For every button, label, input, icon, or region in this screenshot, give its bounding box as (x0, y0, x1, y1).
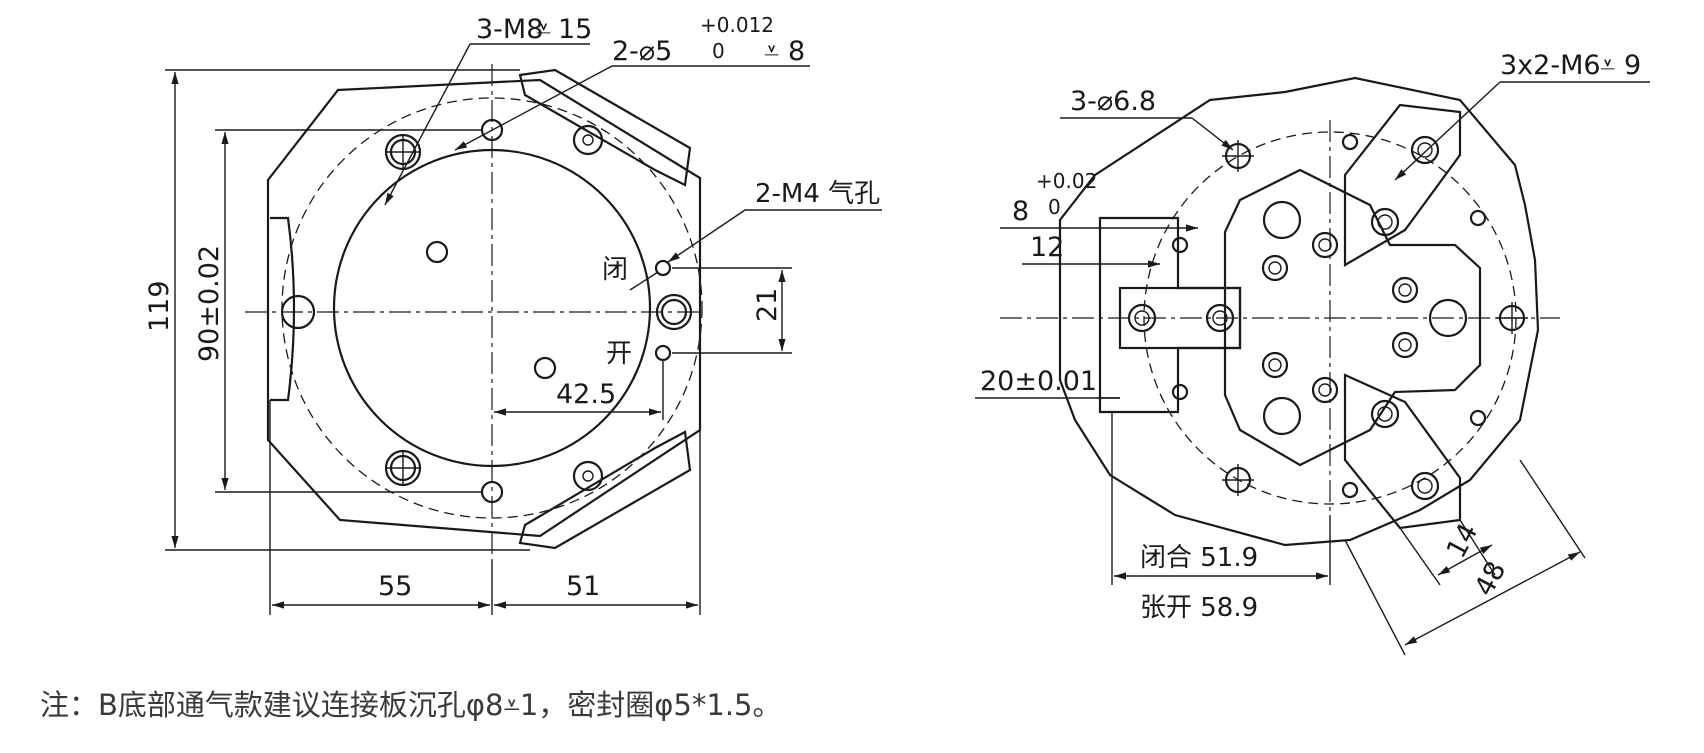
dim-jaw-height: 20±0.01 (980, 366, 1097, 397)
callout-m6-depth: 9 (1624, 50, 1641, 81)
right-upper-jaw (1343, 103, 1462, 267)
dim-right-width: 51 (566, 571, 600, 602)
dim-jaw-small: 14 (1441, 518, 1485, 563)
label-open: 开 (606, 339, 632, 369)
m6-holes (1127, 135, 1440, 501)
right-lower-jaw (1343, 373, 1462, 530)
dim-air-offset: 42.5 (556, 379, 616, 410)
pin-depth-symbol: ⩡ (764, 36, 779, 67)
callout-pin-tol-upper: +0.012 (700, 13, 774, 37)
dim-jaw-large: 48 (1469, 556, 1513, 601)
right-outer-body (1058, 76, 1540, 547)
jaw-hole-bottom (572, 460, 604, 492)
left-side-hole (280, 294, 316, 330)
callout-m8-depth: 15 (558, 14, 592, 45)
dim-slot-tol-upper: +0.02 (1036, 169, 1097, 193)
right-inner-plate (1223, 168, 1482, 467)
left-lower-jaw (518, 430, 692, 550)
m8-hole-right (655, 293, 693, 331)
dim-opened: 张开 58.9 (1140, 593, 1258, 623)
left-view: 119 90±0.02 21 42.5 55 51 3-M8 ⩡ 15 2-⌀5 (144, 13, 882, 615)
left-small-hole-1 (425, 240, 449, 264)
dim-hole-spacing: 90±0.02 (194, 245, 225, 362)
dim-slot-tol-lower: 0 (1048, 195, 1061, 219)
plate-holes (1171, 133, 1487, 499)
callout-m8-holes: 3-M8 (476, 14, 543, 45)
footnote: 注：B底部通气款建议连接板沉孔φ8⩡1，密封圈φ5*1.5。 (40, 688, 782, 722)
dim-jaw-width: 12 (1030, 232, 1064, 263)
left-upper-jaw (518, 68, 692, 187)
callout-air-holes: 2-M4 气孔 (755, 179, 880, 209)
jaw-hole-top (572, 124, 604, 156)
callout-m6-holes: 3x2-M6 (1500, 50, 1601, 81)
left-octagon-body (266, 78, 702, 538)
dim-closed: 闭合 51.9 (1140, 543, 1258, 573)
air-hole-close (654, 259, 672, 277)
right-view: 3-⌀6.8 3x2-M6 ⩡ 9 8 +0.02 0 12 20±0.01 闭… (975, 50, 1650, 656)
m6-depth-symbol: ⩡ (1600, 50, 1615, 81)
dim-left-width: 55 (378, 571, 412, 602)
air-hole-open (654, 344, 672, 362)
callout-pin-tol-lower: 0 (712, 39, 725, 63)
callout-pin-depth: 8 (788, 36, 805, 67)
left-side-tab (270, 216, 296, 402)
callout-through-holes: 3-⌀6.8 (1070, 86, 1156, 117)
m8-depth-symbol: ⩡ (536, 14, 551, 45)
dim-overall-height: 119 (144, 280, 175, 332)
label-close: 闭 (602, 255, 628, 285)
left-small-hole-2 (533, 356, 557, 380)
dim-air-spacing: 21 (752, 288, 783, 322)
callout-pin-holes: 2-⌀5 (612, 36, 672, 67)
dim-slot-width: 8 (1012, 196, 1029, 227)
